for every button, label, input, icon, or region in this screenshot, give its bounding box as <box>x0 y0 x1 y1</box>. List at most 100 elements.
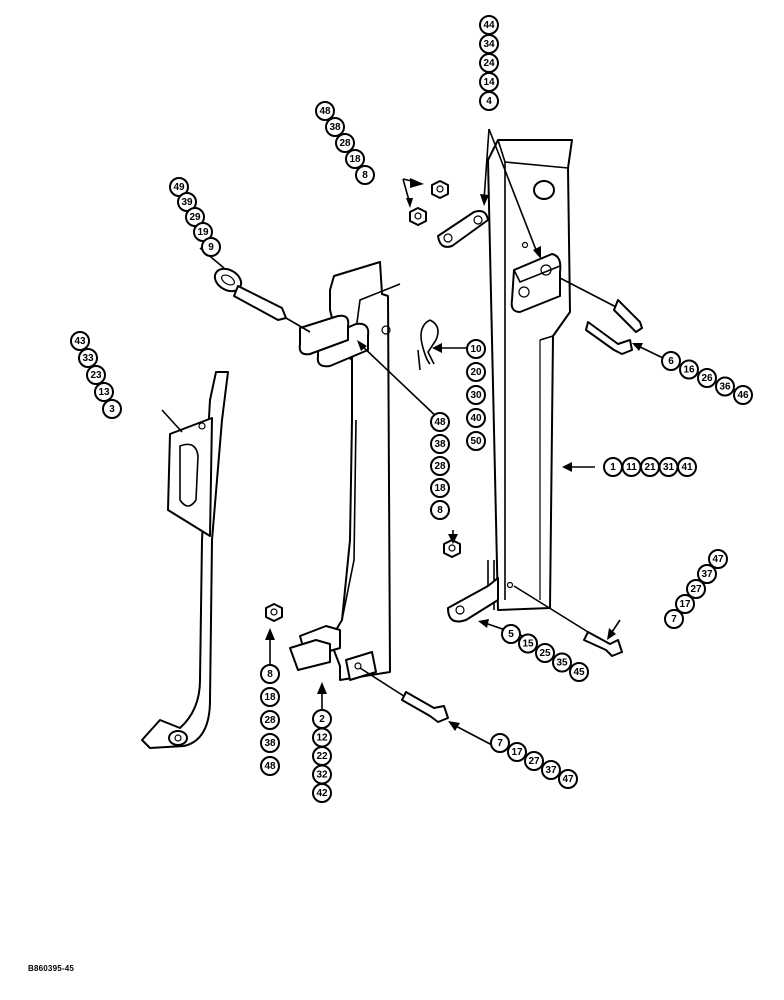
callout-circle <box>260 733 280 753</box>
callout-circle <box>94 382 114 402</box>
callout-label: 30 <box>470 390 482 401</box>
callout-bubble: 14 <box>479 72 499 92</box>
callout-bubble: 2 <box>312 709 332 729</box>
callout-label: 7 <box>671 614 677 625</box>
callout-label: 17 <box>511 747 523 758</box>
callout-label: 10 <box>470 344 482 355</box>
callout-label: 50 <box>470 436 482 447</box>
callout-bubble: 22 <box>312 746 332 766</box>
callout-bubble: 47 <box>558 769 578 789</box>
callout-circle <box>430 412 450 432</box>
callout-label: 33 <box>82 353 94 364</box>
callout-bubble: 10 <box>466 339 486 359</box>
callout-label: 47 <box>562 774 574 785</box>
callout-bubble: 6 <box>661 351 681 371</box>
callout-label: 9 <box>208 242 214 253</box>
callout-bubble: 47 <box>708 549 728 569</box>
callout-circle <box>518 633 538 654</box>
hex-nut-left <box>265 603 283 622</box>
callout-circle <box>260 664 280 684</box>
callout-label: 38 <box>434 439 446 450</box>
callout-bubble: 41 <box>677 457 697 477</box>
callout-bubble: 32 <box>312 764 332 785</box>
leader-lines <box>161 128 664 746</box>
hair-pin-part <box>417 319 439 371</box>
callout-label: 18 <box>264 692 276 703</box>
callout-circle <box>345 149 365 169</box>
callout-circle <box>697 368 717 388</box>
callout-bubble: 24 <box>479 53 499 73</box>
callout-label: 27 <box>690 584 702 595</box>
callout-circle <box>697 564 717 584</box>
callout-label: 39 <box>181 197 193 208</box>
callout-c4: 44 34 24 144 <box>479 15 499 111</box>
callout-bubble: 5 <box>501 624 521 644</box>
callout-bubble: 4 <box>479 91 499 111</box>
callout-bubble: 37 <box>697 564 717 584</box>
upper-link-plate <box>437 210 489 248</box>
callout-bubble: 8 <box>355 165 375 185</box>
callout-label: 48 <box>264 761 276 772</box>
callout-circle <box>430 500 450 520</box>
main-bar-part <box>487 139 573 611</box>
callout-label: 24 <box>483 58 495 69</box>
callout-label: 8 <box>267 669 273 680</box>
callout-circle <box>501 624 521 644</box>
callout-circle <box>675 594 695 614</box>
callout-circle <box>260 756 280 776</box>
callout-bubble: 38 <box>260 733 280 753</box>
callout-bubble: 50 <box>466 431 486 451</box>
callout-label: 15 <box>522 639 534 650</box>
callout-bubble: 45 <box>569 662 589 682</box>
callout-bubble: 8 <box>260 664 280 684</box>
callout-circle <box>541 760 561 780</box>
callout-circle <box>260 710 280 730</box>
callout-bubble: 25 <box>535 643 555 663</box>
eye-pin-part <box>213 267 311 333</box>
callout-circle <box>201 237 221 257</box>
callout-label: 28 <box>339 138 351 149</box>
callout-label: 7 <box>497 738 503 749</box>
callout-bubble: 11 <box>621 457 642 477</box>
callout-label: 8 <box>437 505 443 516</box>
bolts-upper <box>559 277 643 355</box>
callout-circle <box>78 348 98 368</box>
callout-label: 34 <box>483 39 495 50</box>
callout-label: 1 <box>610 462 616 473</box>
hex-nut-middle <box>443 539 461 558</box>
callout-label: 18 <box>349 154 361 165</box>
lower-link-plate <box>510 253 562 313</box>
callout-label: 11 <box>626 462 637 473</box>
callout-bubble: 28 <box>430 456 450 476</box>
callout-bubble: 28 <box>335 133 355 153</box>
callout-label: 49 <box>173 182 185 193</box>
callout-label: 44 <box>483 20 495 31</box>
callout-label: 19 <box>197 227 209 238</box>
callout-bubble: 7 <box>664 609 684 629</box>
callout-bubble: 3 <box>102 399 122 419</box>
callout-bubble: 37 <box>541 760 561 780</box>
callout-circle <box>686 579 706 599</box>
callout-bubble: 26 <box>697 368 717 388</box>
callout-bubble: 7 <box>490 733 510 753</box>
callout-label: 17 <box>679 599 691 610</box>
callout-bubble: 12 <box>312 727 332 748</box>
bolt-lower-middle <box>359 667 449 723</box>
callout-bubble: 29 <box>185 207 205 227</box>
callout-circle <box>466 362 486 382</box>
callout-label: 47 <box>712 554 724 565</box>
callout-label: 37 <box>545 765 557 776</box>
callout-circle <box>490 733 510 753</box>
callout-label: 43 <box>74 336 86 347</box>
callout-bubble: 9 <box>201 237 221 257</box>
callout-bubble: 48 <box>260 756 280 776</box>
callout-label: 45 <box>573 667 585 678</box>
callout-circle <box>679 359 699 380</box>
callout-circle <box>315 101 335 121</box>
